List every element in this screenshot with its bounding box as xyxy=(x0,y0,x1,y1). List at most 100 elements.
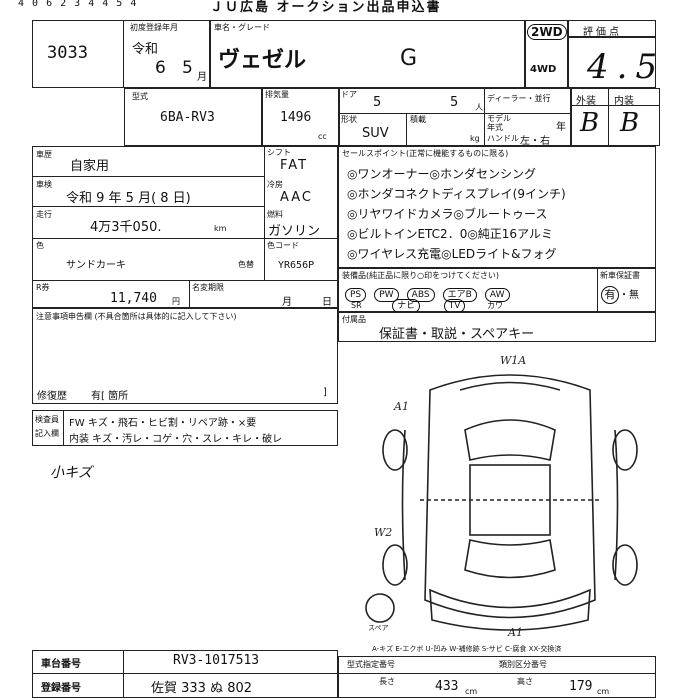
mileage-label: 走行 xyxy=(36,210,52,219)
car-damage-diagram: W1A A1 W2 A1 スペア xyxy=(365,354,638,639)
mark-left-front: A1 xyxy=(393,400,409,413)
equip-ps: PS xyxy=(345,288,367,302)
mileage: 4万3千050. xyxy=(90,220,162,235)
repair-end: ] xyxy=(323,387,327,398)
color-change-label: 色替 xyxy=(238,260,254,269)
height-unit: cm xyxy=(597,687,610,696)
name-change-day: 日 xyxy=(322,297,332,308)
notes-label-text: 注意事項申告欄 xyxy=(36,312,92,321)
usage-type: 自家用 xyxy=(70,159,110,174)
doors: 5 xyxy=(373,95,382,110)
reg-month: 5 xyxy=(182,58,193,78)
roof xyxy=(469,464,551,536)
notes-label: 注意事項申告欄 (不具合箇所は具体的に記入して下さい) xyxy=(36,312,237,321)
equip-tv: TV xyxy=(443,299,466,313)
score-label: 評価点 xyxy=(583,27,622,38)
model-year-label: モデル年式 xyxy=(487,114,511,132)
equip-pw: PW xyxy=(374,288,399,302)
spare-label: スペア xyxy=(368,624,389,632)
sales-point-3: ◎リヤワイドカメラ◎ブルートゥース xyxy=(347,207,548,221)
dealer-mark: 年 xyxy=(556,122,566,133)
recycle-amount: 11,740 xyxy=(110,291,157,306)
inspector-label-1: 検査員 xyxy=(35,415,59,424)
front-right-wheel xyxy=(612,429,638,471)
equipment-row-1: PS PW ABS エアB AW xyxy=(345,282,513,302)
notes-sublabel: (不具合箇所は具体的に記入して下さい) xyxy=(94,312,237,321)
sales-points-box: セールスポイント(正常に機能するものに限る) ◎ワンオーナー◎ホンダセンシング … xyxy=(338,146,656,268)
equipment-label: 装備品(純正品に限り○印をつけてください) xyxy=(342,271,499,280)
dealer-label: ディーラー・並行 xyxy=(487,94,551,103)
color-label: 色 xyxy=(36,241,44,250)
score-value: 4.5 xyxy=(587,47,666,87)
drive-4wd: 4WD xyxy=(530,64,557,75)
color-name: サンドカーキ xyxy=(66,260,126,271)
handle-label: ハンドル xyxy=(487,134,519,143)
sales-point-4: ◎ビルトインETC2．0◎純正16アルミ xyxy=(347,227,553,241)
warranty-choice: 有・無 xyxy=(601,286,639,304)
name-change-month: 月 xyxy=(282,297,292,308)
seats-unit: 人 xyxy=(475,103,483,112)
ac-label: 冷房 xyxy=(267,180,283,189)
extras: 保証書・取説・スペアキー xyxy=(379,327,535,342)
shift-label: シフト xyxy=(267,148,291,157)
plate-label: 登録番号 xyxy=(41,683,81,694)
warranty-label: 新車保証書 xyxy=(600,271,640,280)
recycle-unit: 円 xyxy=(172,297,180,306)
plate-number: 佐賀 333 ぬ 802 xyxy=(151,681,253,696)
interior-grade: B xyxy=(620,108,640,138)
doors-label: ドア xyxy=(341,90,357,99)
rear-right-wheel xyxy=(612,544,638,586)
shift: FAT xyxy=(280,158,309,173)
spare-tire xyxy=(365,593,395,623)
shape-label: 形状 xyxy=(341,115,357,124)
rear-window xyxy=(464,539,556,579)
model-code: 6BA-RV3 xyxy=(160,110,215,125)
displacement-label: 排気量 xyxy=(265,90,289,99)
equip-abs: ABS xyxy=(406,288,435,302)
mark-rear: A1 xyxy=(507,626,523,639)
sales-point-1: ◎ワンオーナー◎ホンダセンシング xyxy=(347,167,536,181)
first-reg-label: 初度登録年月 xyxy=(130,23,178,32)
mileage-unit: km xyxy=(214,224,227,233)
equipment-row-2: SR ナビ TV カワ xyxy=(351,299,503,313)
mark-left-side: W2 xyxy=(374,526,392,539)
rear-left-wheel xyxy=(382,544,408,586)
displacement-unit: cc xyxy=(318,132,327,141)
registration-block xyxy=(32,146,338,308)
header-digits: 4 0 6 2 3 4 4 5 4 xyxy=(18,0,138,9)
extras-box: 付属品 保証書・取説・スペアキー xyxy=(338,312,656,342)
dimensions-box: 型式指定番号 類別区分番号 長さ 433 cm 高さ 179 cm xyxy=(338,656,656,698)
equip-navi: ナビ xyxy=(392,299,421,313)
inspector-row-1: FW キズ・飛石・ヒビ割・リペア跡・×要 xyxy=(69,418,257,429)
left-side-line xyxy=(401,429,406,581)
length-label: 長さ xyxy=(379,677,395,686)
repair-label: 修復歴 xyxy=(37,391,67,402)
extras-label: 付属品 xyxy=(342,315,366,324)
lot-box: 3033 xyxy=(32,20,124,88)
color-code-label: 色コード xyxy=(267,241,299,250)
reg-year: 6 xyxy=(155,58,166,78)
notes-box: 注意事項申告欄 (不具合箇所は具体的に記入して下さい) 修復歴 有[ 箇所 ] xyxy=(32,308,338,404)
spec-row xyxy=(124,88,660,146)
damage-legend: A-キズ E-エクボ U-凹み W-補修跡 S-サビ C-腐食 XX-交換済 xyxy=(372,645,562,653)
bottom-id-box: 車台番号 RV3-1017513 登録番号 佐賀 333 ぬ 802 xyxy=(32,650,338,698)
mark-front: W1A xyxy=(500,354,526,367)
length: 433 xyxy=(435,679,459,694)
equip-aw: AW xyxy=(484,288,510,302)
height-label: 高さ xyxy=(517,677,533,686)
sales-point-2: ◎ホンダコネクトディスプレイ(9インチ) xyxy=(347,187,566,201)
load-label: 積載 xyxy=(410,115,426,124)
front-bumper-line xyxy=(459,381,561,391)
seats: 5 xyxy=(450,95,459,110)
length-unit: cm xyxy=(465,687,478,696)
model-label: 型式 xyxy=(132,92,148,101)
inspection-date: 令和 9 年 5 月( 8 日) xyxy=(66,191,191,206)
handle: 左・右 xyxy=(520,136,550,147)
chassis-number: RV3-1017513 xyxy=(173,653,260,668)
load-unit: kg xyxy=(470,134,480,143)
car-name: ヴェゼル xyxy=(218,48,307,73)
front-left-wheel xyxy=(382,429,408,471)
rear-bumper xyxy=(429,588,591,631)
warranty-no: 無 xyxy=(629,290,639,301)
ac: AAC xyxy=(280,190,313,205)
